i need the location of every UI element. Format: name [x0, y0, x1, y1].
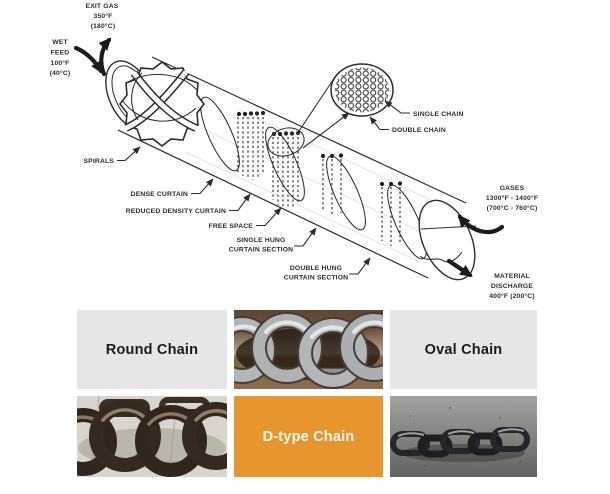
galvanized-chain-image	[234, 310, 383, 389]
double-hung-chains	[379, 181, 403, 246]
d-type-chain-label: D-type Chain	[262, 428, 355, 445]
d-type-chain-label-cell: D-type Chain	[234, 396, 383, 477]
free-space-label: FREE SPACE	[209, 223, 254, 230]
gases-arrow	[457, 214, 505, 235]
material-discharge-arrow	[446, 258, 473, 278]
single-hung-chains	[320, 153, 344, 215]
reduced-density-chains	[267, 127, 305, 209]
dense-curtain-chains	[236, 110, 266, 180]
gases-temp-f: 1300°F - 1400°F	[486, 194, 538, 202]
material-discharge-temp: 400°F (200°C)	[489, 292, 535, 300]
rotary-dryer-diagram: EXIT GAS 350°F (180°C) WET FEED 100°F (4…	[50, 3, 538, 300]
exit-gas-label: EXIT GAS	[86, 3, 119, 10]
exit-gas-temp-c: (180°C)	[91, 22, 116, 30]
wet-feed-temp-c: (40°C)	[50, 69, 71, 77]
wet-feed-label-2: FEED	[51, 50, 70, 57]
oval-chain-image	[390, 396, 537, 477]
dense-curtain-label: DENSE CURTAIN	[131, 191, 188, 198]
wet-feed-label-1: WET	[52, 39, 68, 46]
reduced-density-curtain-label: REDUCED DENSITY CURTAIN	[126, 208, 226, 215]
exit-gas-temp-f: 350°F	[94, 12, 113, 20]
double-hung-label-2: CURTAIN SECTION	[284, 275, 348, 282]
dark-round-chain-photo	[77, 396, 227, 477]
spiral-flights	[121, 69, 198, 132]
label-leaders	[117, 100, 410, 275]
gases-temp-c: (700°C - 760°C)	[487, 204, 538, 212]
oval-chain-label-cell: Oval Chain	[390, 310, 537, 389]
double-chain-label: DOUBLE CHAIN	[392, 127, 446, 134]
round-chain-label: Round Chain	[105, 341, 199, 358]
wet-feed-arrow	[73, 45, 104, 74]
single-hung-label-1: SINGLE HUNG	[237, 237, 286, 244]
diagram-labels: EXIT GAS 350°F (180°C) WET FEED 100°F (4…	[50, 3, 538, 300]
chain-detail-circle	[298, 63, 394, 149]
round-chain-photo	[234, 310, 383, 389]
gases-label: GASES	[500, 185, 525, 192]
flow-arrows	[73, 37, 505, 278]
dark-chain-image	[77, 396, 227, 477]
material-discharge-label-1: MATERIAL	[494, 273, 530, 280]
spirals-label: SPIRALS	[83, 158, 114, 165]
double-hung-label-1: DOUBLE HUNG	[290, 265, 342, 272]
feed-end-spirals	[105, 60, 206, 148]
single-chain-label: SINGLE CHAIN	[413, 111, 464, 118]
oval-chain-photo	[390, 396, 537, 477]
wet-feed-temp-f: 100°F	[51, 59, 70, 67]
round-chain-label-cell: Round Chain	[77, 310, 227, 389]
oval-chain-label: Oval Chain	[424, 341, 503, 358]
chain-curtains	[236, 110, 403, 246]
chain-type-grid: Round Chain	[77, 310, 537, 477]
material-discharge-label-2: DISCHARGE	[491, 283, 533, 290]
single-hung-label-2: CURTAIN SECTION	[229, 247, 293, 254]
